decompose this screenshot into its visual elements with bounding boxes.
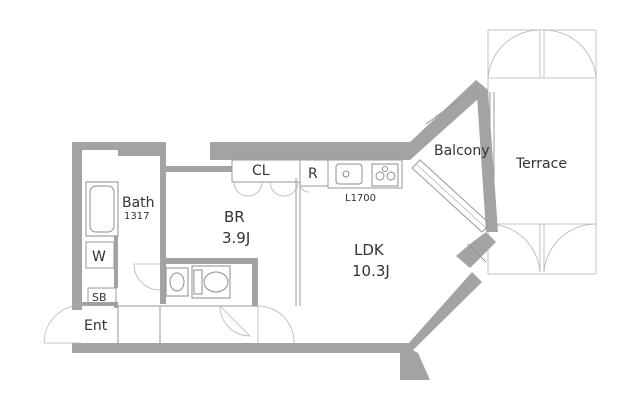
entrance-label: Ent bbox=[84, 318, 108, 334]
kitchen-size-label: L1700 bbox=[345, 193, 376, 204]
bath-size-label: 1317 bbox=[124, 211, 149, 222]
balcony-label: Balcony bbox=[434, 143, 490, 159]
shoebox-label: SB bbox=[92, 291, 107, 304]
bedroom-size-label: 3.9J bbox=[222, 229, 250, 247]
walls bbox=[72, 80, 498, 380]
ldk-size-label: 10.3J bbox=[352, 262, 390, 280]
closet-label: CL bbox=[252, 163, 270, 179]
kitchen-stove bbox=[371, 163, 399, 187]
interior-lines bbox=[43, 85, 491, 344]
bedroom-label: BR bbox=[224, 208, 245, 226]
washer-label: W bbox=[92, 249, 106, 265]
refrigerator-label: R bbox=[308, 166, 318, 182]
bath-label: Bath bbox=[122, 195, 155, 211]
fixtures bbox=[85, 163, 399, 299]
terrace-label: Terrace bbox=[515, 156, 567, 172]
ldk-label: LDK bbox=[354, 241, 385, 259]
room-labels: Bath 1317 W SB Ent CL R L1700 BR 3.9J LD… bbox=[84, 143, 567, 334]
terrace-area bbox=[487, 29, 597, 275]
